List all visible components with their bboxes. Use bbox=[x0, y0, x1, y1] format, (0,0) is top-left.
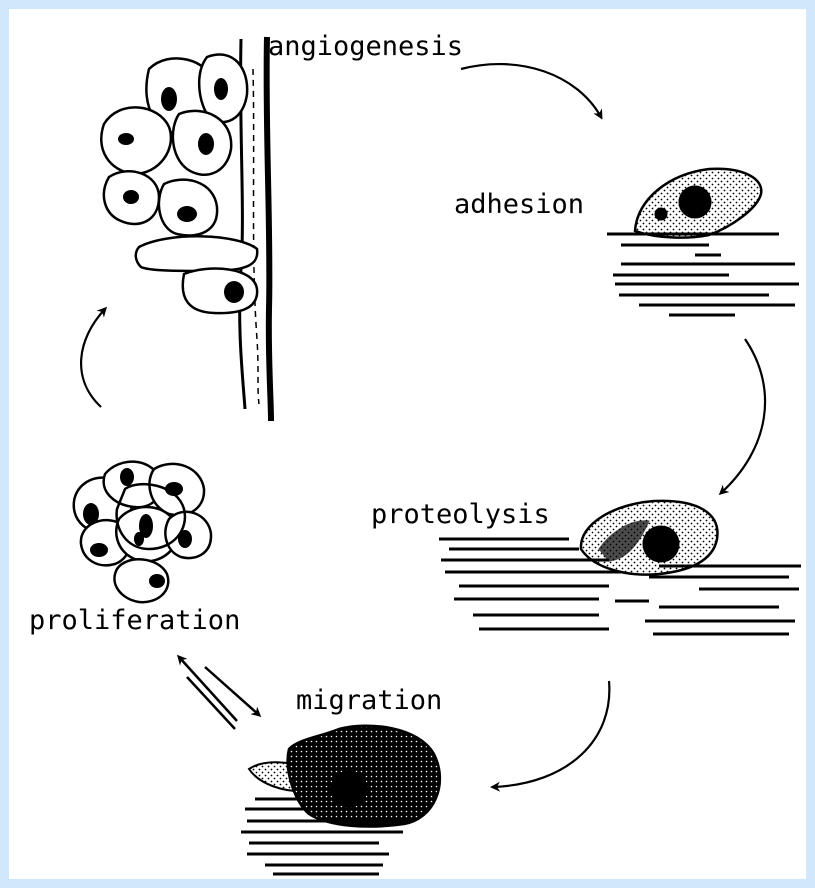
proteolysis-nucleus bbox=[643, 526, 679, 562]
label-migration: migration bbox=[296, 687, 442, 714]
label-proteolysis: proteolysis bbox=[371, 501, 550, 528]
label-adhesion: adhesion bbox=[454, 191, 584, 218]
adhesion-illustration bbox=[607, 169, 799, 315]
vessel-wall-inner bbox=[253, 69, 259, 404]
adhesion-nucleus bbox=[679, 186, 711, 218]
label-angiogenesis: angiogenesis bbox=[268, 33, 463, 60]
arrow-proteolysis-to-migration bbox=[493, 681, 609, 787]
label-proliferation: proliferation bbox=[29, 607, 240, 634]
endothelial-cell bbox=[101, 55, 257, 314]
migration-proliferation-arrows bbox=[179, 657, 259, 729]
migration-illustration bbox=[241, 726, 440, 874]
angiogenesis-illustration bbox=[101, 37, 271, 421]
migration-nucleus bbox=[331, 771, 367, 807]
arrow-proliferation-to-migration bbox=[205, 667, 259, 715]
proliferation-illustration bbox=[74, 462, 211, 603]
migration-cell bbox=[288, 726, 440, 827]
arrow-proliferation-to-angiogenesis bbox=[81, 309, 105, 407]
metastasis-cycle-diagram bbox=[9, 9, 806, 879]
arrow-angiogenesis-to-adhesion bbox=[461, 64, 601, 117]
arrow-adhesion-to-proteolysis bbox=[721, 339, 765, 493]
adhesion-matrix bbox=[607, 234, 799, 315]
cycle-arrows bbox=[81, 64, 765, 787]
diagram-frame: angiogenesis adhesion proteolysis prolif… bbox=[9, 9, 806, 879]
vessel-wall-right bbox=[267, 37, 271, 421]
